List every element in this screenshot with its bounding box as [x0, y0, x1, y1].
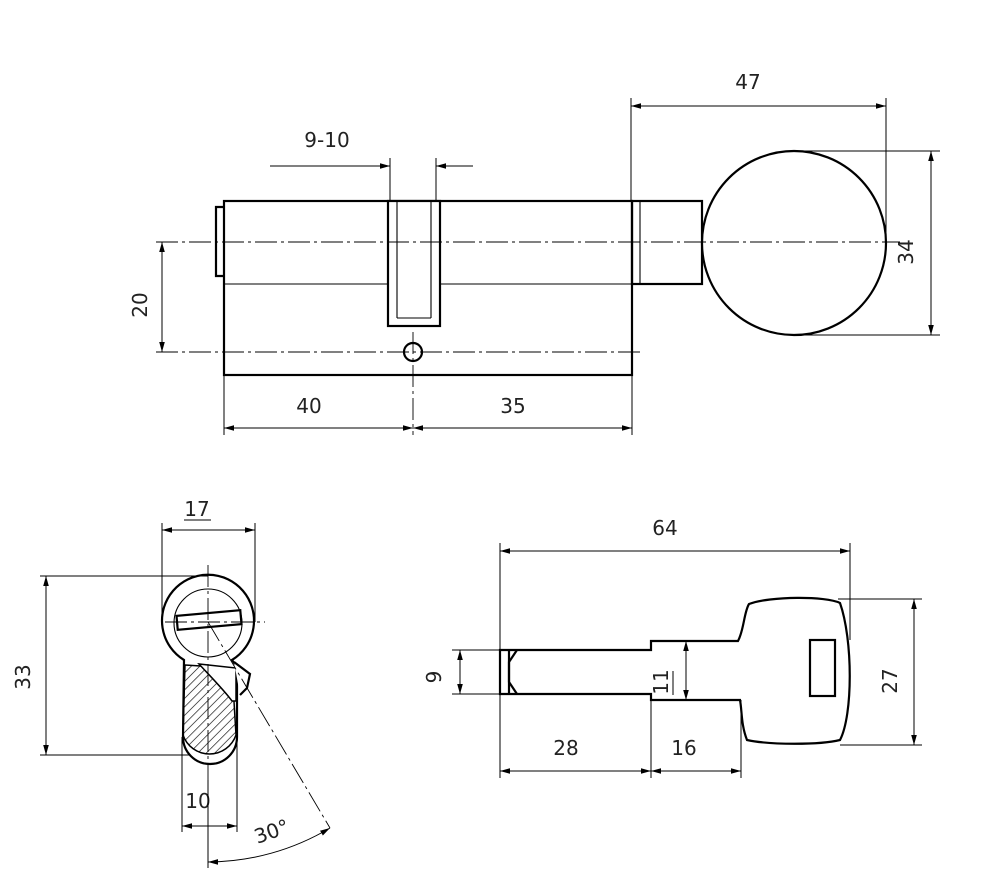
dimension-cam-angle: 30° — [207, 780, 331, 868]
cam-angle-label: 30° — [251, 814, 293, 849]
dimension-total-height: 33 — [11, 575, 208, 756]
dimension-center-distance: 20 — [128, 242, 165, 352]
cam-angle-centerline — [207, 621, 331, 829]
shoulder-length-label: 16 — [671, 736, 696, 760]
dimension-blade-height: 9 — [422, 649, 500, 695]
key-view: 64 9 11 28 16 2 — [422, 516, 922, 778]
top-width-label: 17 — [184, 497, 209, 521]
profile-outline — [160, 573, 256, 766]
dimension-bottom-width: 10 — [181, 737, 238, 832]
left-end-cap — [214, 205, 224, 278]
knob-disc — [700, 149, 888, 337]
bottom-width-label: 10 — [185, 789, 210, 813]
knob-diameter-label: 34 — [894, 239, 918, 264]
key-blade-tip — [507, 649, 518, 695]
dimension-top-width: 17 — [161, 497, 256, 622]
dimension-shoulder-height: 11 — [649, 641, 689, 700]
center-distance-label: 20 — [128, 292, 152, 317]
dimension-slot-width: 9-10 — [270, 128, 473, 201]
key-slot — [175, 609, 243, 631]
key-length-label: 64 — [652, 516, 677, 540]
blade-length-label: 28 — [553, 736, 578, 760]
key-outline — [498, 596, 851, 745]
shoulder-height-label: 11 — [649, 669, 673, 694]
front-view: 9-10 47 34 20 40 35 — [128, 70, 940, 435]
dimension-key-length: 64 — [499, 516, 851, 650]
knob-offset-label: 47 — [735, 70, 760, 94]
dimension-key-lengths: 28 16 — [499, 694, 742, 778]
left-length-label: 40 — [296, 394, 321, 418]
dimension-knob-offset: 47 — [630, 70, 887, 243]
slot-width-label: 9-10 — [304, 128, 349, 152]
total-height-label: 33 — [11, 664, 35, 689]
knob-neck — [630, 199, 704, 286]
dimension-knob-diameter: 34 — [800, 150, 940, 336]
side-view: 17 33 10 30° — [11, 497, 331, 868]
dimension-bow-height: 27 — [838, 598, 922, 746]
cam-slot — [386, 199, 442, 328]
key-bow-slot — [808, 638, 837, 698]
dimension-cylinder-lengths: 40 35 — [223, 375, 633, 435]
blade-height-label: 9 — [422, 671, 446, 684]
bow-height-label: 27 — [878, 668, 902, 693]
right-length-label: 35 — [500, 394, 525, 418]
